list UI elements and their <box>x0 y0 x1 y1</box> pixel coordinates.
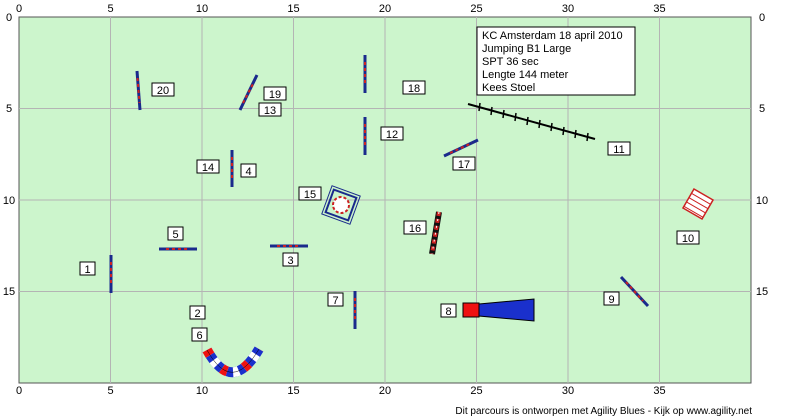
number-label-11: 11 <box>607 141 631 156</box>
number-label-13: 13 <box>258 102 282 117</box>
info-event: KC Amsterdam 18 april 2010 <box>482 30 623 42</box>
x-axis-bottom: 0 5 10 15 20 25 30 35 <box>16 385 666 397</box>
x-tick-label: 10 <box>196 385 208 397</box>
number-label-1: 1 <box>79 261 96 276</box>
number-label-3: 3 <box>282 252 299 267</box>
jump-17 <box>443 138 479 158</box>
svg-text:17: 17 <box>458 159 470 171</box>
y-tick-label: 10 <box>756 195 768 207</box>
number-label-2: 2 <box>189 305 206 320</box>
svg-text:2: 2 <box>194 308 200 320</box>
svg-text:20: 20 <box>157 85 169 97</box>
x-tick-label: 0 <box>16 385 22 397</box>
x-tick-label: 20 <box>379 3 391 15</box>
number-label-4: 4 <box>240 163 257 178</box>
number-label-12: 12 <box>380 126 404 141</box>
svg-text:4: 4 <box>245 166 251 178</box>
info-judge: Kees Stoel <box>482 82 535 94</box>
x-tick-label: 5 <box>107 385 113 397</box>
svg-text:9: 9 <box>608 294 614 306</box>
number-label-10: 10 <box>676 230 700 245</box>
number-label-16: 16 <box>403 220 427 235</box>
y-axis-left: 0 5 10 15 <box>3 12 15 298</box>
jump-9 <box>619 275 650 308</box>
y-tick-label: 0 <box>759 12 765 24</box>
chute-tunnel-8 <box>462 298 535 322</box>
number-label-20: 20 <box>151 82 175 97</box>
x-tick-label: 0 <box>16 3 22 15</box>
number-label-14: 14 <box>196 159 220 174</box>
number-label-18: 18 <box>402 80 426 95</box>
number-label-5: 5 <box>167 226 184 241</box>
jump-19 <box>238 74 259 111</box>
x-tick-label: 5 <box>107 3 113 15</box>
svg-text:12: 12 <box>386 129 398 141</box>
y-tick-label: 5 <box>759 103 765 115</box>
x-tick-label: 15 <box>287 385 299 397</box>
number-label-6: 6 <box>191 327 208 342</box>
svg-text:1: 1 <box>84 264 90 276</box>
x-tick-label: 35 <box>653 385 665 397</box>
number-label-7: 7 <box>327 292 344 307</box>
info-length: Lengte 144 meter <box>482 69 569 81</box>
svg-text:3: 3 <box>287 255 293 267</box>
y-tick-label: 5 <box>6 103 12 115</box>
weave-poles-11 <box>467 102 596 142</box>
number-label-8: 8 <box>440 303 457 318</box>
number-label-9: 9 <box>603 291 620 306</box>
svg-text:11: 11 <box>613 144 624 156</box>
y-tick-label: 15 <box>3 286 15 298</box>
tunnel-6 <box>202 346 264 378</box>
jump-16 <box>429 211 442 255</box>
svg-text:10: 10 <box>682 233 694 245</box>
svg-text:13: 13 <box>264 105 276 117</box>
svg-text:5: 5 <box>172 229 178 241</box>
number-label-19: 19 <box>263 86 287 101</box>
number-labels: 1 2 3 4 5 6 7 8 9 10 11 12 13 14 15 16 1… <box>79 80 700 342</box>
svg-text:7: 7 <box>332 295 338 307</box>
x-tick-label: 35 <box>653 3 665 15</box>
obstacle-15 <box>321 185 361 225</box>
obstacle-10 <box>681 187 715 221</box>
x-tick-label: 10 <box>196 3 208 15</box>
x-tick-label: 20 <box>379 385 391 397</box>
x-tick-label: 25 <box>470 385 482 397</box>
jump-20 <box>135 70 142 111</box>
svg-text:14: 14 <box>202 162 214 174</box>
y-tick-label: 0 <box>6 12 12 24</box>
y-tick-label: 15 <box>756 286 768 298</box>
svg-text:16: 16 <box>409 223 421 235</box>
x-tick-label: 15 <box>287 3 299 15</box>
y-tick-label: 10 <box>3 195 15 207</box>
number-label-15: 15 <box>298 186 322 201</box>
course-info-box: KC Amsterdam 18 april 2010 Jumping B1 La… <box>476 26 636 96</box>
svg-text:15: 15 <box>304 189 316 201</box>
grid <box>19 17 751 383</box>
info-class: Jumping B1 Large <box>482 43 571 55</box>
number-label-17: 17 <box>452 156 476 171</box>
svg-text:8: 8 <box>445 306 451 318</box>
info-spt: SPT 36 sec <box>482 56 539 68</box>
svg-text:6: 6 <box>196 330 202 342</box>
x-axis-top: 0 5 10 15 20 25 30 35 <box>16 3 666 15</box>
x-tick-label: 30 <box>562 3 574 15</box>
svg-text:18: 18 <box>408 83 420 95</box>
svg-text:19: 19 <box>269 89 281 101</box>
footer-credit: Dit parcours is ontworpen met Agility Bl… <box>455 406 752 417</box>
x-tick-label: 30 <box>562 385 574 397</box>
x-tick-label: 25 <box>470 3 482 15</box>
y-axis-right: 0 5 10 15 <box>756 12 768 298</box>
